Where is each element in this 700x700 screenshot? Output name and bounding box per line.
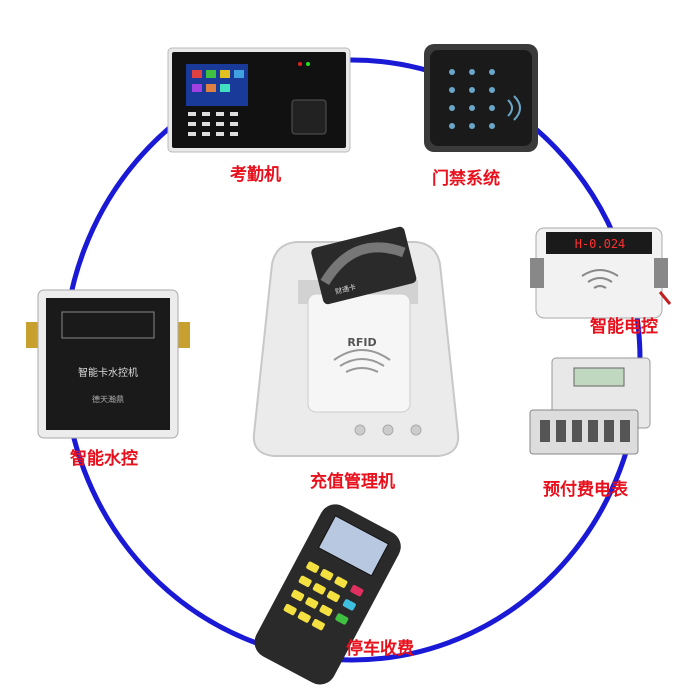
label-attendance: 考勤机 xyxy=(230,165,281,185)
water-panel-title: 智能卡水控机 xyxy=(78,366,138,379)
recharge-machine-icon: RFID 财通卡 xyxy=(252,226,460,457)
prepaid-meter-icon xyxy=(529,357,651,455)
label-power-control: 智能电控 xyxy=(590,317,658,337)
label-parking-fee: 停车收费 xyxy=(346,639,414,659)
rfid-label: RFID xyxy=(347,336,376,349)
label-access-control: 门禁系统 xyxy=(432,169,500,189)
label-water-control: 智能水控 xyxy=(70,449,138,469)
power-controller-icon: H-0.024 xyxy=(530,227,672,319)
label-recharge-machine: 充值管理机 xyxy=(310,472,395,492)
water-controller-icon: 智能卡水控机 德天瀚鼎 xyxy=(26,289,190,439)
handheld-terminal-icon xyxy=(254,504,401,685)
water-panel-brand: 德天瀚鼎 xyxy=(92,394,124,404)
label-prepaid-meter: 预付费电表 xyxy=(543,480,628,500)
keypad-reader-icon xyxy=(424,44,538,152)
power-display-readout: H-0.024 xyxy=(575,237,626,251)
attendance-terminal-icon xyxy=(167,47,351,153)
